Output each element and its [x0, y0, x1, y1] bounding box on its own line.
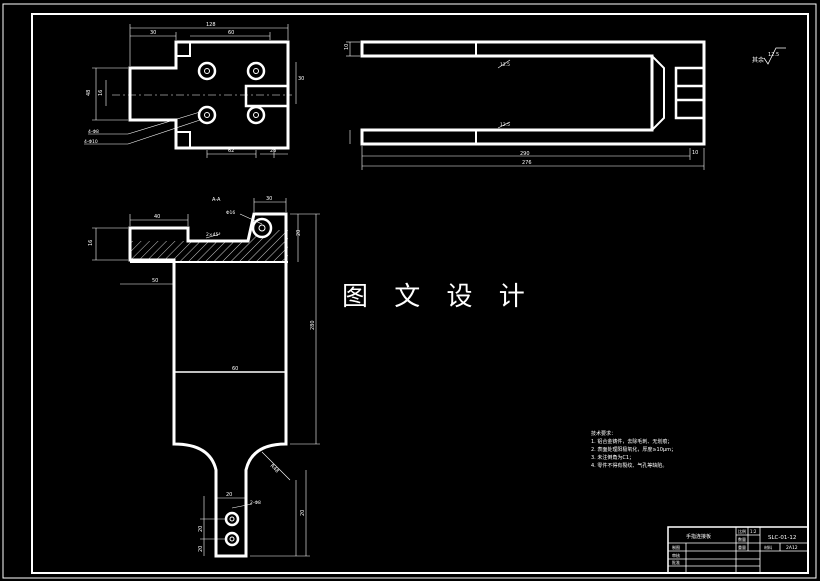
notes-item: 4. 零件不得有裂纹、气孔等缺陷。	[591, 463, 668, 469]
section-lower-hole-2	[224, 531, 240, 547]
top-view-dimension-lines	[84, 24, 297, 158]
section-lower-hole-2-inner	[229, 536, 235, 542]
title-block	[667, 526, 809, 574]
section-dimension-lines	[92, 198, 320, 557]
top-view: 128 30 60 16 30 62 26 48 4-Φ8 4-Φ10	[84, 22, 304, 158]
section-top-hole-inner	[258, 224, 266, 232]
section-lower-hole-1	[224, 511, 240, 527]
section-outline	[128, 212, 288, 558]
title-block-scale: 1:2	[750, 529, 757, 534]
section-dim-hole-bottom: 20	[198, 546, 204, 552]
top-dim-height: 48	[86, 90, 92, 96]
section-dim-left-height: 16	[88, 240, 94, 246]
section-callout-lower-holes: 2-Φ8	[250, 500, 261, 506]
roughness-symbol	[763, 47, 786, 65]
section-hatched-band	[130, 230, 288, 262]
side-view-end-cutout	[674, 66, 704, 120]
title-block-label-qty: 数量	[738, 536, 746, 542]
top-callout-holes-1: 4-Φ8	[88, 129, 99, 135]
inner-frame	[31, 13, 809, 574]
watermark: 图 文 设 计	[342, 282, 534, 312]
title-block-drawing-no: SLC-01-12	[768, 535, 796, 541]
top-dim-slot: 16	[98, 90, 104, 96]
top-view-slot	[244, 84, 288, 108]
section-dim-hole-pitch: 20	[198, 526, 204, 532]
title-block-material: 2A12	[786, 545, 798, 551]
side-roughness-1: 12.5	[500, 62, 510, 68]
notes-item: 3. 未注倒角为C1；	[591, 455, 635, 461]
top-dim-side: 30	[298, 76, 304, 82]
section-dim-right-small: 20	[296, 230, 302, 236]
top-dim-left: 30	[150, 30, 156, 36]
section-callout-top-hole: Φ16	[226, 210, 235, 216]
section-dim-width: 60	[232, 366, 238, 372]
side-dim-length: 290	[520, 151, 530, 157]
top-callout-holes-2: 4-Φ10	[84, 139, 98, 145]
top-dim-hole-spacing: 60	[228, 30, 234, 36]
notes-title: 技术要求：	[591, 431, 617, 437]
side-view-dimension-lines	[346, 41, 705, 170]
top-view-inner-step	[175, 42, 191, 148]
section-dim-radius: R48	[269, 463, 280, 474]
section-dim-chamfer: 2×45°	[206, 232, 221, 238]
side-view: 10 290 276 10 12.5 12.5	[344, 40, 706, 170]
section-dim-right-top: 30	[266, 196, 272, 202]
technical-notes: 技术要求： 1. 铝合金铸件，去除毛刺、无划痕； 2. 表面处理阳极氧化，厚度≥…	[591, 430, 676, 470]
title-block-label-draw: 制图	[672, 544, 680, 550]
title-block-label-check: 审核	[672, 552, 680, 558]
side-view-end-step	[651, 55, 665, 131]
roughness-mark: 其余 12.5	[752, 47, 786, 65]
side-dim-thickness: 10	[344, 44, 350, 50]
section-view: A-A 40 30 16 50 60 20 2×45° 280 R48 20 2…	[88, 196, 320, 558]
section-dim-step: 50	[152, 278, 158, 284]
section-lower-hole-1-inner	[229, 516, 235, 522]
roughness-label: 其余	[752, 56, 764, 64]
side-dim-end: 10	[692, 150, 698, 156]
top-dim-overall: 128	[206, 22, 216, 28]
title-block-label-scale: 比例	[738, 528, 746, 534]
top-dim-bottom-right: 26	[270, 148, 276, 154]
notes-item: 1. 铝合金铸件，去除毛刺、无划痕；	[591, 439, 673, 445]
top-view-holes	[197, 61, 266, 125]
section-dim-height: 280	[310, 320, 316, 330]
section-dim-stem-height: 20	[300, 510, 306, 516]
section-title: A-A	[212, 197, 221, 203]
side-view-outline	[360, 40, 706, 146]
title-block-label-material: 材料	[764, 544, 772, 550]
notes-item: 2. 表面处理阳极氧化，厚度≥10μm；	[591, 447, 676, 453]
top-dim-bottom-holes: 62	[228, 148, 234, 154]
title-block-label-approve: 批准	[672, 559, 680, 565]
title-block-label-weight: 重量	[738, 544, 746, 550]
section-dim-left-top: 40	[154, 214, 160, 220]
outer-frame	[2, 3, 817, 579]
side-roughness-2: 12.5	[500, 122, 510, 128]
section-dim-stem-width: 20	[226, 492, 232, 498]
title-block-part-name: 手指连接板	[686, 533, 711, 540]
section-top-hole	[251, 217, 273, 239]
side-dim-overall: 276	[522, 160, 532, 166]
roughness-value: 12.5	[768, 52, 779, 58]
